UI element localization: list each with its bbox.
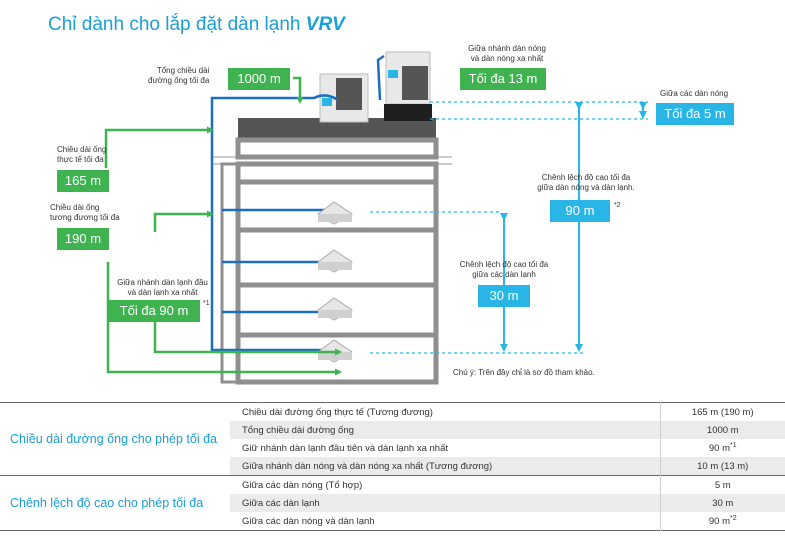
value-equivalent-length: 190 m bbox=[57, 228, 109, 250]
value-total-length: 1000 m bbox=[228, 68, 290, 90]
building bbox=[212, 118, 452, 385]
label-equivalent-length: Chiều dài ống tương đương tối đa bbox=[50, 203, 120, 222]
label-outdoor-branch: Giữa nhánh dàn nóng và dàn nóng xa nhất bbox=[468, 44, 546, 63]
label-between-outdoor: Giữa các dàn nóng bbox=[660, 89, 729, 98]
table-value: 10 m (13 m) bbox=[659, 457, 785, 476]
value-between-outdoor: Tối đa 5 m bbox=[656, 103, 734, 125]
label-height-indoor: Chênh lệch độ cao tối đa giữa các dàn lạ… bbox=[459, 260, 549, 279]
label-height-outdoor-indoor: Chênh lệch độ cao tối đa giữa dàn nóng v… bbox=[537, 173, 635, 192]
table-value: 90 m*2 bbox=[659, 512, 785, 531]
category-height: Chênh lệch độ cao cho phép tối đa bbox=[10, 496, 204, 510]
table-value: 5 m bbox=[659, 475, 785, 494]
length-arrows bbox=[104, 76, 342, 376]
page-title: Chỉ dành cho lắp đặt dàn lạnh VRV bbox=[48, 14, 345, 36]
title-brand: VRV bbox=[305, 14, 345, 35]
value-outdoor-branch: Tối đa 13 m bbox=[460, 68, 546, 90]
level-lines bbox=[370, 101, 648, 354]
table-item: Giữ nhánh dàn lạnh đầu tiên và dàn lạnh … bbox=[242, 442, 449, 454]
value-first-branch: Tối đa 90 m bbox=[108, 300, 200, 322]
table-row: Giữa các dàn nóng và dàn lạnh 90 m*2 bbox=[0, 512, 785, 531]
table-item: Tổng chiều dài đường ống bbox=[230, 421, 660, 439]
value-actual-length: 165 m bbox=[57, 170, 109, 192]
indoor-unit-3 bbox=[317, 297, 353, 321]
table-value: 1000 m bbox=[659, 421, 785, 439]
table-row: Chiều dài đường ống cho phép tối đa Chiề… bbox=[0, 402, 785, 446]
table-value: 30 m bbox=[659, 494, 785, 512]
table-row: Chênh lệch độ cao cho phép tối đa Giữa c… bbox=[0, 475, 785, 510]
vrv-piping-diagram bbox=[104, 51, 648, 385]
footnote-first-branch: *1 bbox=[203, 300, 210, 307]
value-height-outdoor-indoor: 90 m bbox=[550, 200, 610, 222]
label-total-length: Tổng chiều dài đường ống tối đa bbox=[148, 66, 210, 85]
table-value: 165 m (190 m) bbox=[659, 402, 785, 421]
spec-table: Chiều dài đường ống cho phép tối đa Chiề… bbox=[0, 402, 785, 531]
reference-note: Chú ý: Trên đây chỉ là sơ đồ tham khảo. bbox=[453, 368, 595, 377]
table-value: 90 m*1 bbox=[659, 439, 785, 457]
table-row: Giữa các dàn lạnh 30 m bbox=[0, 494, 785, 512]
footnote-height-outdoor-indoor: *2 bbox=[614, 202, 621, 209]
table-item: Giữa các dàn lạnh bbox=[230, 494, 660, 512]
label-first-branch: Giữa nhánh dàn lạnh đầu và dàn lạnh xa n… bbox=[117, 278, 208, 297]
table-row: Giữa nhánh dàn nóng và dàn nóng xa nhất … bbox=[0, 457, 785, 476]
label-actual-length: Chiều dài ống thực tế tối đa bbox=[57, 145, 107, 164]
title-prefix: Chỉ dành cho lắp đặt dàn lạnh bbox=[48, 14, 301, 35]
table-item: Giữa các dàn nóng và dàn lạnh bbox=[242, 515, 375, 527]
outdoor-unit-right bbox=[384, 51, 432, 121]
outdoor-unit-left bbox=[319, 73, 369, 123]
value-height-indoor: 30 m bbox=[478, 285, 530, 307]
table-row: Tổng chiều dài đường ống 1000 m bbox=[0, 421, 785, 439]
table-item: Giữa nhánh dàn nóng và dàn nóng xa nhất … bbox=[230, 457, 660, 476]
indoor-unit-2 bbox=[317, 249, 353, 273]
table-item: Chiều dài đường ống thực tế (Tương đương… bbox=[242, 406, 433, 418]
table-item: Giữa các dàn nóng (Tổ hợp) bbox=[242, 479, 363, 491]
table-row: Giữ nhánh dàn lạnh đầu tiên và dàn lạnh … bbox=[0, 439, 785, 457]
category-length: Chiều dài đường ống cho phép tối đa bbox=[10, 432, 217, 446]
height-arrows bbox=[500, 102, 647, 352]
indoor-unit-1 bbox=[317, 201, 353, 225]
